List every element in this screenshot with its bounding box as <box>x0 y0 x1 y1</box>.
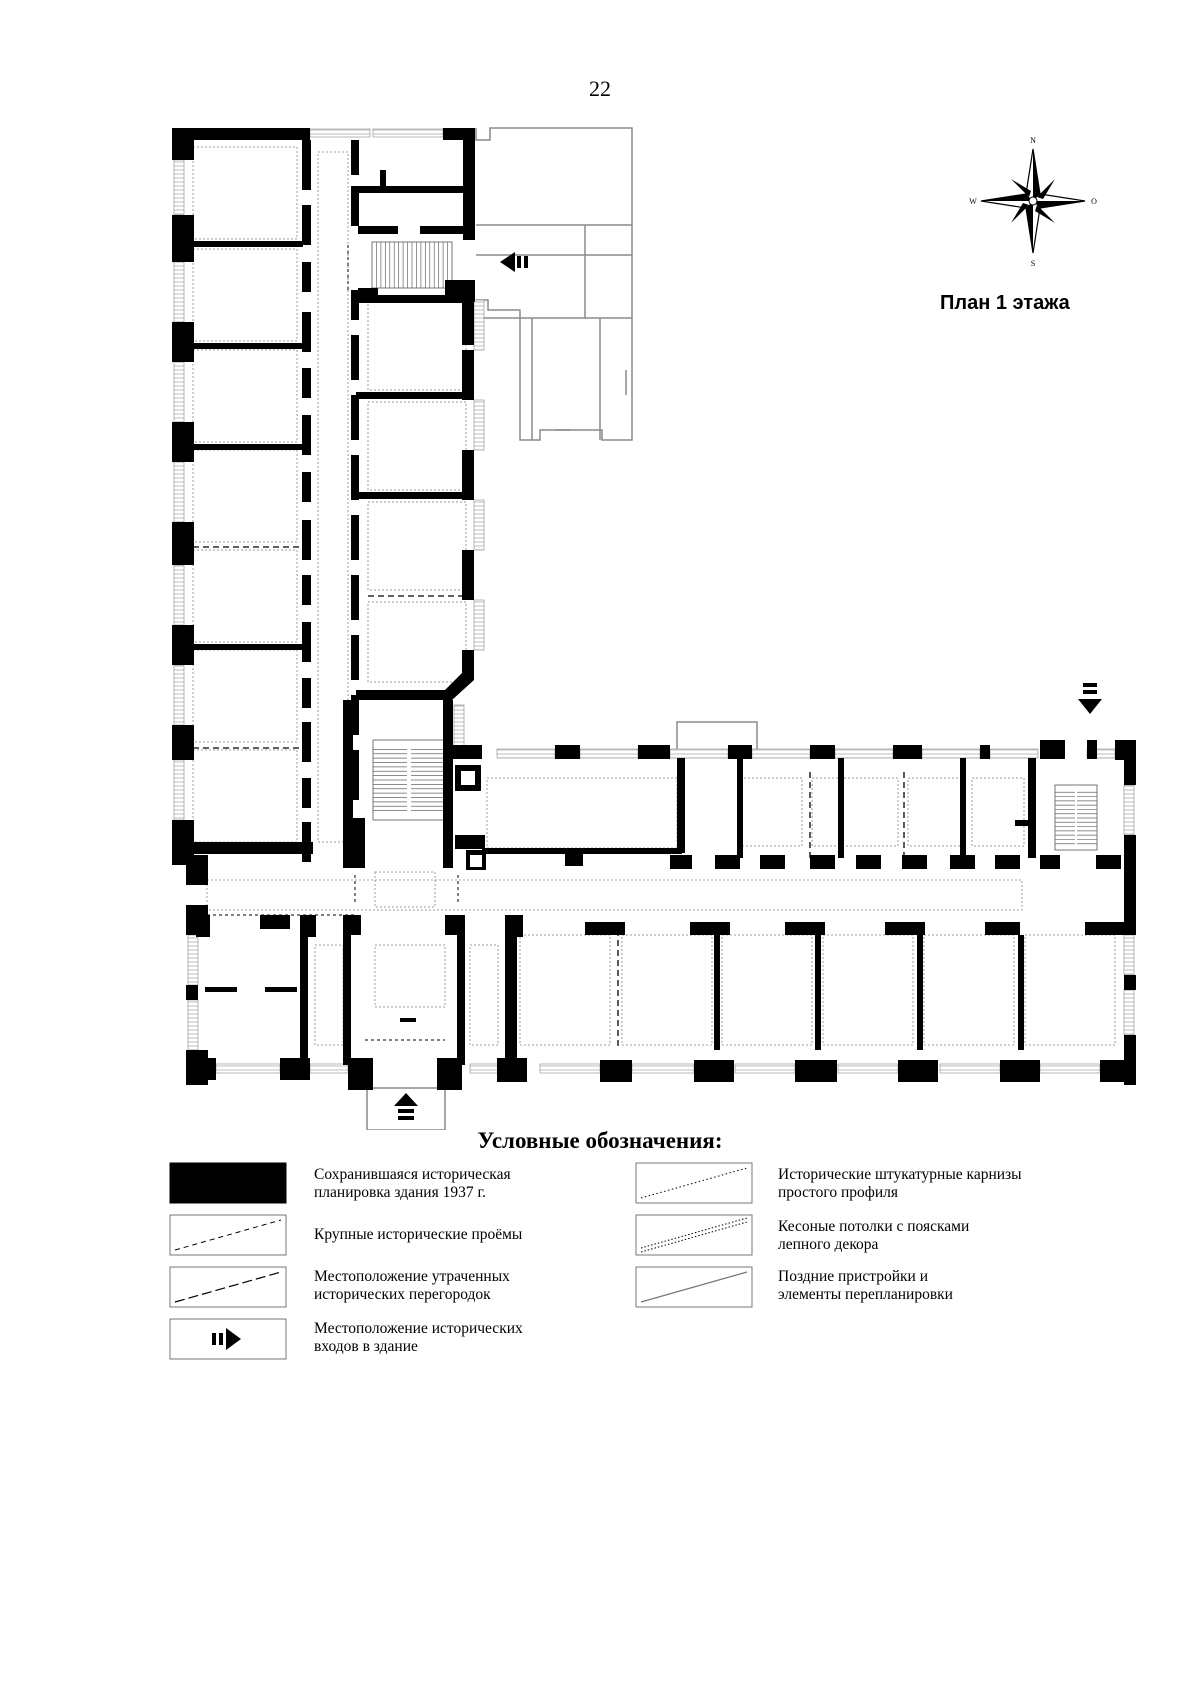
compass-label-s: S <box>1031 259 1035 268</box>
legend-swatch-large-openings <box>169 1214 287 1256</box>
legend-label-large-openings: Крупные исторические проёмы <box>314 1226 523 1243</box>
legend-label-coffered-ceilings: Кесоные потолки с поясками лепного декор… <box>778 1218 970 1253</box>
legend-label-lost-partitions: Местоположение утраченных исторических п… <box>314 1268 510 1303</box>
legend-label-entrances: Местоположение исторических входов в зда… <box>314 1320 523 1355</box>
compass-rose: N S W O <box>969 136 1097 268</box>
legend-label-cornices: Исторические штукатурные карнизы простог… <box>778 1166 1022 1201</box>
late-addition-annex <box>475 127 633 441</box>
legend-swatch-preserved-walls <box>169 1162 287 1204</box>
legend-swatch-entrances <box>169 1318 287 1360</box>
entrance-arrow-south <box>394 1093 418 1120</box>
legend-swatch-lost-partitions <box>169 1266 287 1308</box>
plan-title: План 1 этажа <box>940 292 1070 314</box>
entrance-arrow-north <box>500 252 528 272</box>
legend-label-late-additions: Поздние пристройки и элементы перепланир… <box>778 1268 953 1303</box>
lost-partitions <box>193 546 905 1050</box>
compass-label-e: O <box>1091 197 1097 206</box>
legend-swatch-late-additions <box>635 1266 753 1308</box>
legend-heading: Условные обозначения: <box>477 1128 723 1153</box>
stair-treads <box>373 242 1097 845</box>
compass-label-n: N <box>1030 136 1036 145</box>
compass-label-w: W <box>969 197 977 206</box>
entrance-arrow-east <box>1078 683 1102 714</box>
historical-walls <box>172 128 1136 1090</box>
floor-plan: N S W O <box>172 127 1136 1130</box>
legend-label-preserved-walls: Сохранившаяся историческая планировка зд… <box>314 1166 511 1201</box>
page-number: 22 <box>589 76 611 101</box>
legend-swatch-cornices <box>635 1162 753 1204</box>
ceiling-outlines <box>192 146 1116 1046</box>
legend-swatch-coffered-ceilings <box>635 1214 753 1256</box>
